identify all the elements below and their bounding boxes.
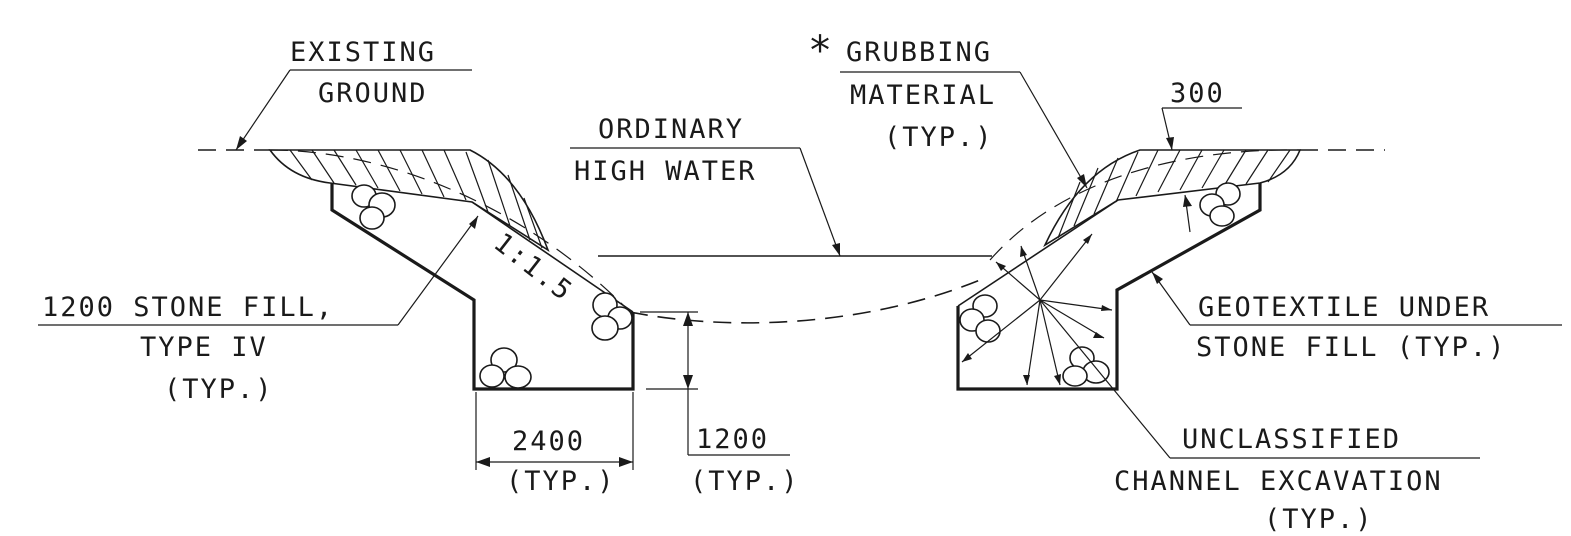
dim-300-label: 300: [1170, 78, 1225, 109]
dimension-1200: [640, 311, 698, 455]
ohw-label-line1: ORDINARY: [598, 114, 744, 145]
stone-fill-label-line3: (TYP.): [164, 374, 274, 405]
rocks-right-middle: [959, 294, 1001, 343]
grubbing-label-line2: MATERIAL: [850, 80, 996, 111]
dimension-2400: [475, 392, 634, 470]
existing-ground-line: [198, 149, 1385, 313]
dim-2400-typ-label: (TYP.): [506, 466, 616, 497]
rocks-right-bottom: [1062, 346, 1110, 387]
excavation-label-line3: (TYP.): [1264, 504, 1374, 535]
stone-fill-label-line1: 1200 STONE FILL,: [42, 292, 334, 323]
grubbing-material-right: [1043, 149, 1302, 248]
dimension-300: [1161, 107, 1242, 233]
leader-lines: [38, 69, 1562, 459]
rocks-left-middle: [591, 292, 633, 341]
slope-label: 1:1.5: [488, 227, 579, 308]
existing-ground-label-line1: EXISTING: [290, 37, 436, 68]
geotextile-label-line1: GEOTEXTILE UNDER: [1198, 292, 1490, 323]
rocks-left-bottom: [479, 347, 532, 389]
labels: EXISTING GROUND * GRUBBING MATERIAL (TYP…: [42, 28, 1506, 535]
geotextile-label-line2: STONE FILL (TYP.): [1196, 332, 1506, 363]
grubbing-label-line1: GRUBBING: [846, 37, 992, 68]
rocks-left-top: [351, 184, 396, 230]
grubbing-material-left: [268, 149, 550, 252]
rocks-right-top: [1199, 182, 1241, 227]
stone-fill-label-line2: TYPE IV: [140, 332, 268, 363]
existing-channel-bottom: [629, 277, 986, 324]
stone-fill-right: [956, 182, 1262, 391]
existing-ground-label-line2: GROUND: [318, 78, 428, 109]
excavation-label-line2: CHANNEL EXCAVATION: [1114, 466, 1443, 497]
dim-2400-label: 2400: [512, 426, 585, 457]
dim-1200-typ-label: (TYP.): [690, 466, 800, 497]
stone-fill-left: [330, 183, 635, 391]
asterisk-mark: *: [808, 28, 832, 74]
excavation-arrows: [961, 233, 1171, 459]
grubbing-label-line3: (TYP.): [884, 122, 994, 153]
excavation-label-line1: UNCLASSIFIED: [1182, 424, 1401, 455]
dim-1200-label: 1200: [696, 424, 769, 455]
ohw-label-line2: HIGH WATER: [574, 156, 757, 187]
